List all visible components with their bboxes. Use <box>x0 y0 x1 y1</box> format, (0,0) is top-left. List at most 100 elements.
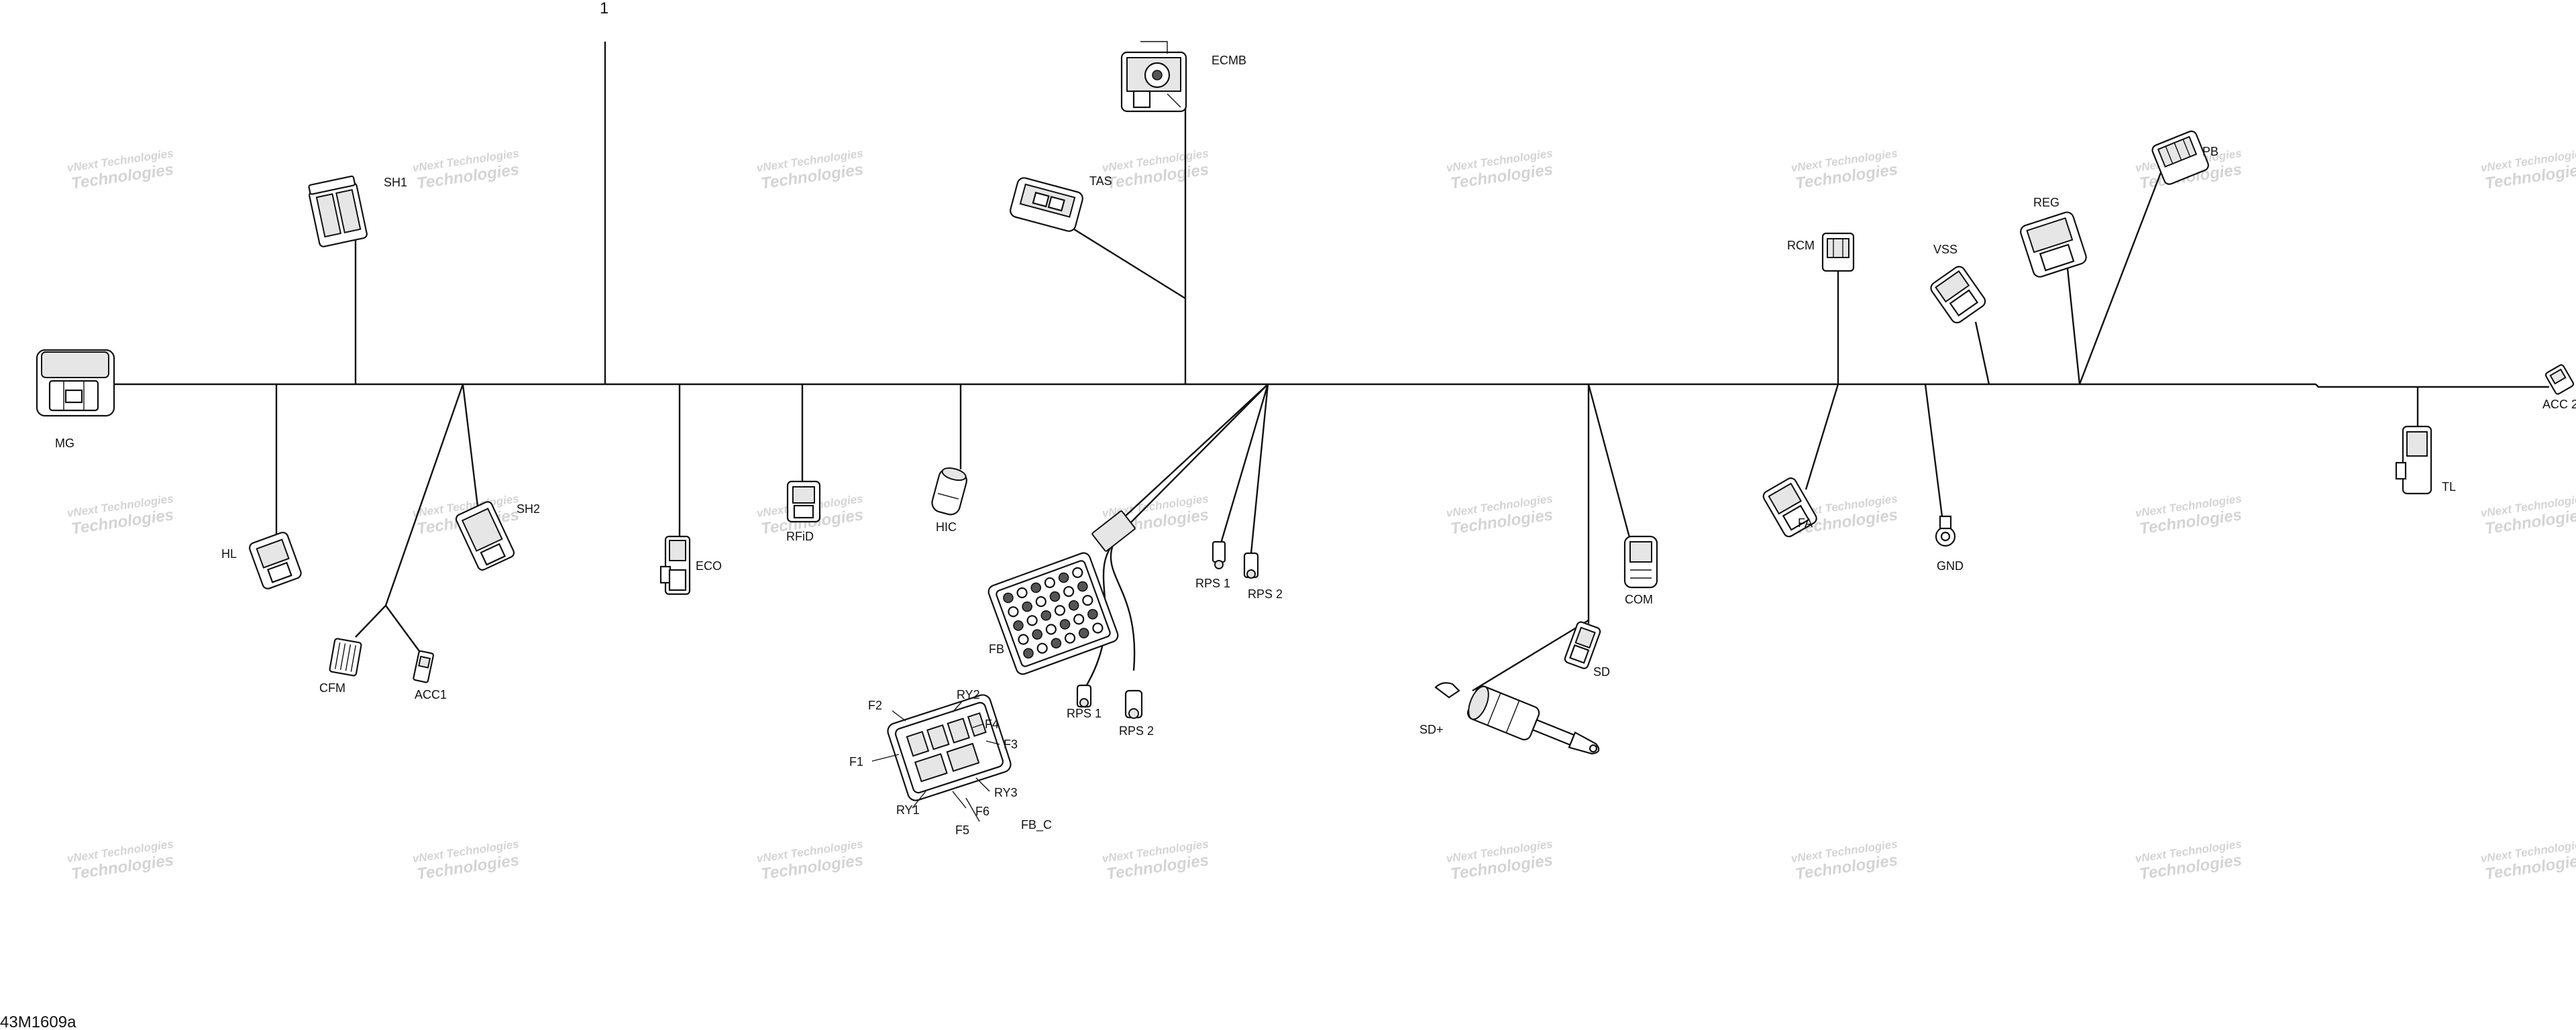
watermark-text: vNext TechnologiesTechnologies <box>2480 838 2576 884</box>
branch-fb-2 <box>1123 384 1269 530</box>
watermark-text: vNext TechnologiesTechnologies <box>1446 838 1556 884</box>
watermark-text: vNext TechnologiesTechnologies <box>1790 838 1901 884</box>
watermark-text: vNext TechnologiesTechnologies <box>412 147 523 193</box>
branch-vss <box>1974 321 1990 385</box>
reg-label: REG <box>2033 196 2059 209</box>
branch-rps2-a <box>1250 384 1269 554</box>
branch-rps1-a <box>1220 384 1269 544</box>
watermark-text: vNext TechnologiesTechnologies <box>1446 147 1556 193</box>
branch-fb-1 <box>1106 384 1269 534</box>
branch-cfm <box>355 605 386 638</box>
watermark-text: vNext TechnologiesTechnologies <box>756 147 867 193</box>
f6-label: F6 <box>975 805 989 818</box>
reg-connector-icon <box>2020 211 2087 278</box>
fb-c-label: FB_C <box>1021 818 1052 832</box>
mg-label: MG <box>55 437 74 450</box>
mg-connector-icon <box>36 349 115 417</box>
f2-label: F2 <box>868 699 882 712</box>
watermark-text: vNext TechnologiesTechnologies <box>2135 492 2245 538</box>
sh2-label: SH2 <box>517 502 540 516</box>
vss-label: VSS <box>1933 243 1957 256</box>
rps2-a-label: RPS 2 <box>1248 587 1283 601</box>
rps1-b-label: RPS 1 <box>1067 707 1102 720</box>
rfid-connector-icon <box>786 480 821 523</box>
branch-acc1 <box>385 605 422 654</box>
eco-label: ECO <box>696 559 722 573</box>
branch-sh2 <box>462 384 479 507</box>
hl-label: HL <box>221 547 237 561</box>
sd-label: SD <box>1593 665 1610 679</box>
ry1-label: RY1 <box>896 803 920 817</box>
fb-c-fuse-cover-icon <box>887 694 1012 801</box>
acc1-label: ACC1 <box>415 688 447 701</box>
sd-plus-relay-icon <box>1466 685 1600 755</box>
branch-rps-b <box>1110 542 1136 671</box>
watermark-text: vNext TechnologiesTechnologies <box>1446 492 1556 538</box>
sh1-connector-icon <box>308 175 368 247</box>
watermark-text: vNext TechnologiesTechnologies <box>2135 838 2245 884</box>
callout-number-label: 1 <box>600 0 608 17</box>
rps1-terminal-a-icon <box>1212 540 1226 569</box>
branch-reg <box>2066 268 2081 385</box>
rps1-terminal-b-icon <box>1076 684 1092 708</box>
branch-fa <box>1805 384 1839 490</box>
ecmb-module-icon <box>1120 41 1187 113</box>
hic-connector-icon <box>931 467 967 516</box>
fb-fuse-box-icon <box>987 552 1119 675</box>
watermark-text: vNext TechnologiesTechnologies <box>2480 492 2576 538</box>
sd-plus-wire-stub <box>1434 682 1460 699</box>
f4-label: F4 <box>985 718 999 731</box>
gnd-ring-terminal-icon <box>1935 515 1956 547</box>
cfm-label: CFM <box>319 681 345 695</box>
rps2-b-label: RPS 2 <box>1119 724 1154 738</box>
watermark-layer: vNext TechnologiesTechnologies vNext Tech… <box>66 147 2576 884</box>
hic-label: HIC <box>936 520 957 534</box>
watermark-text: vNext TechnologiesTechnologies <box>66 838 177 884</box>
ry2-label: RY2 <box>957 688 980 701</box>
vss-connector-icon <box>1930 266 1986 324</box>
watermark-text: vNext TechnologiesTechnologies <box>1102 147 1212 193</box>
watermark-text: vNext TechnologiesTechnologies <box>756 838 867 884</box>
com-label: COM <box>1625 593 1653 606</box>
rcm-connector-icon <box>1821 232 1855 272</box>
watermark-text: vNext TechnologiesTechnologies <box>66 492 177 538</box>
eco-connector-icon <box>659 535 691 595</box>
branch-gnd <box>1924 384 1943 517</box>
branch-cfm-acc1 <box>384 384 464 606</box>
sd-plus-label: SD+ <box>1419 723 1444 736</box>
pb-label: PB <box>2202 145 2218 158</box>
branch-pb <box>2078 170 2163 385</box>
gnd-label: GND <box>1937 559 1964 573</box>
fa-connector-icon <box>1762 477 1817 538</box>
rps2-terminal-a-icon <box>1243 552 1259 579</box>
tas-label: TAS <box>1089 174 1112 188</box>
f3-label: F3 <box>1004 738 1018 751</box>
tl-connector-icon <box>2395 425 2432 495</box>
trunk-tail-wire <box>2315 384 2549 388</box>
f5-label: F5 <box>955 823 969 837</box>
acc1-connector-icon <box>413 650 435 683</box>
branch-tas <box>1066 223 1186 300</box>
fa-label: FA <box>1798 516 1813 530</box>
ecmb-label: ECMB <box>1212 54 1246 67</box>
rfid-label: RFiD <box>786 530 814 543</box>
pb-connector-icon <box>2151 130 2209 185</box>
hl-connector-icon <box>248 532 302 589</box>
branch-com <box>1587 384 1631 540</box>
harness-junction-sleeve-icon <box>1091 510 1136 552</box>
f1-label: F1 <box>849 755 863 768</box>
figure-code-label: 43M1609a <box>0 1013 76 1030</box>
cfm-connector-icon <box>329 638 362 677</box>
ry3-label: RY3 <box>994 786 1018 799</box>
com-connector-icon <box>1623 535 1658 589</box>
tl-label: TL <box>2442 480 2456 494</box>
rps1-a-label: RPS 1 <box>1195 577 1230 590</box>
sh1-label: SH1 <box>384 176 407 189</box>
acc2-label: ACC 2 <box>2542 398 2576 411</box>
watermark-text: vNext TechnologiesTechnologies <box>1790 147 1901 193</box>
watermark-text: vNext TechnologiesTechnologies <box>412 838 523 884</box>
rcm-label: RCM <box>1787 239 1815 252</box>
sh2-connector-icon <box>455 501 515 571</box>
